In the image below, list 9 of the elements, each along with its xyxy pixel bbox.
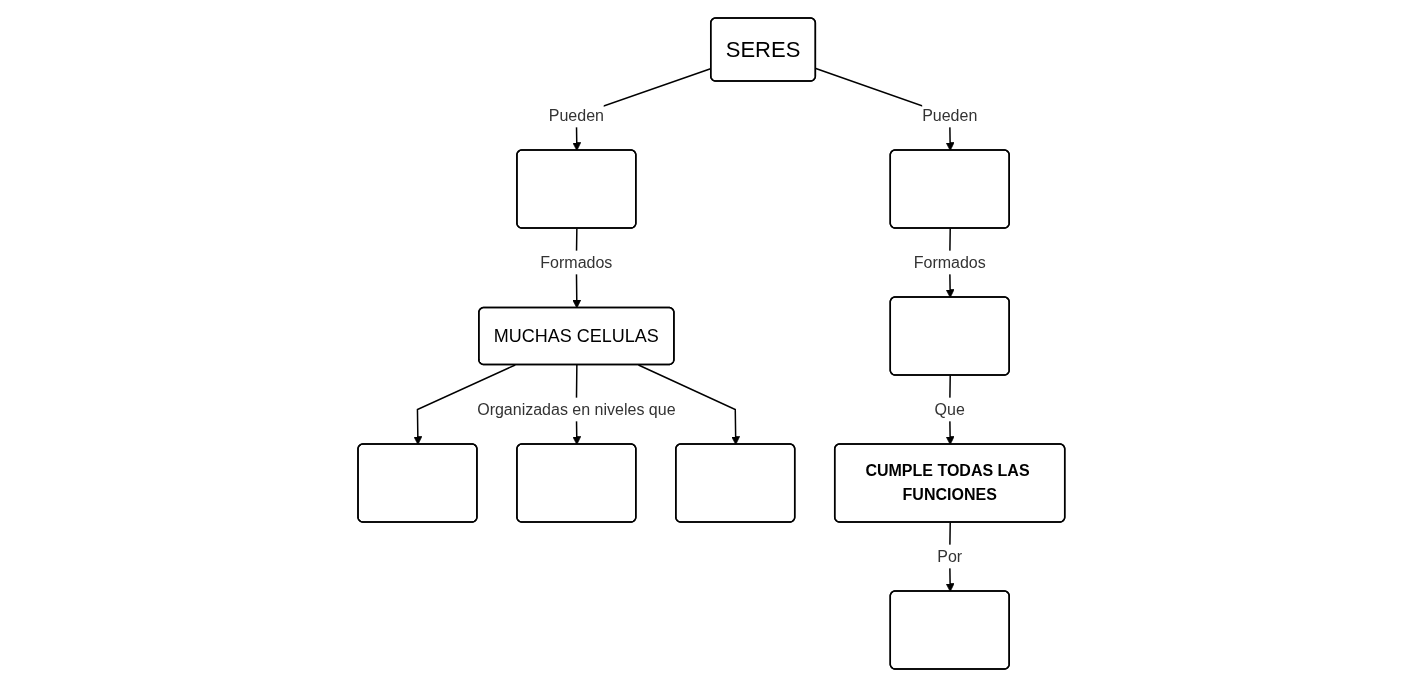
edge-label: Pueden <box>548 106 605 123</box>
edge-label: Formados <box>913 253 986 270</box>
edge-label: Que <box>934 400 965 417</box>
edge-label: Pueden <box>922 106 978 123</box>
arrow <box>637 363 741 445</box>
edge-label: Organizadas en niveles que <box>477 400 676 417</box>
edge-label: Formados <box>540 253 613 270</box>
edge-label: Por <box>937 547 963 564</box>
arrow <box>413 363 517 445</box>
